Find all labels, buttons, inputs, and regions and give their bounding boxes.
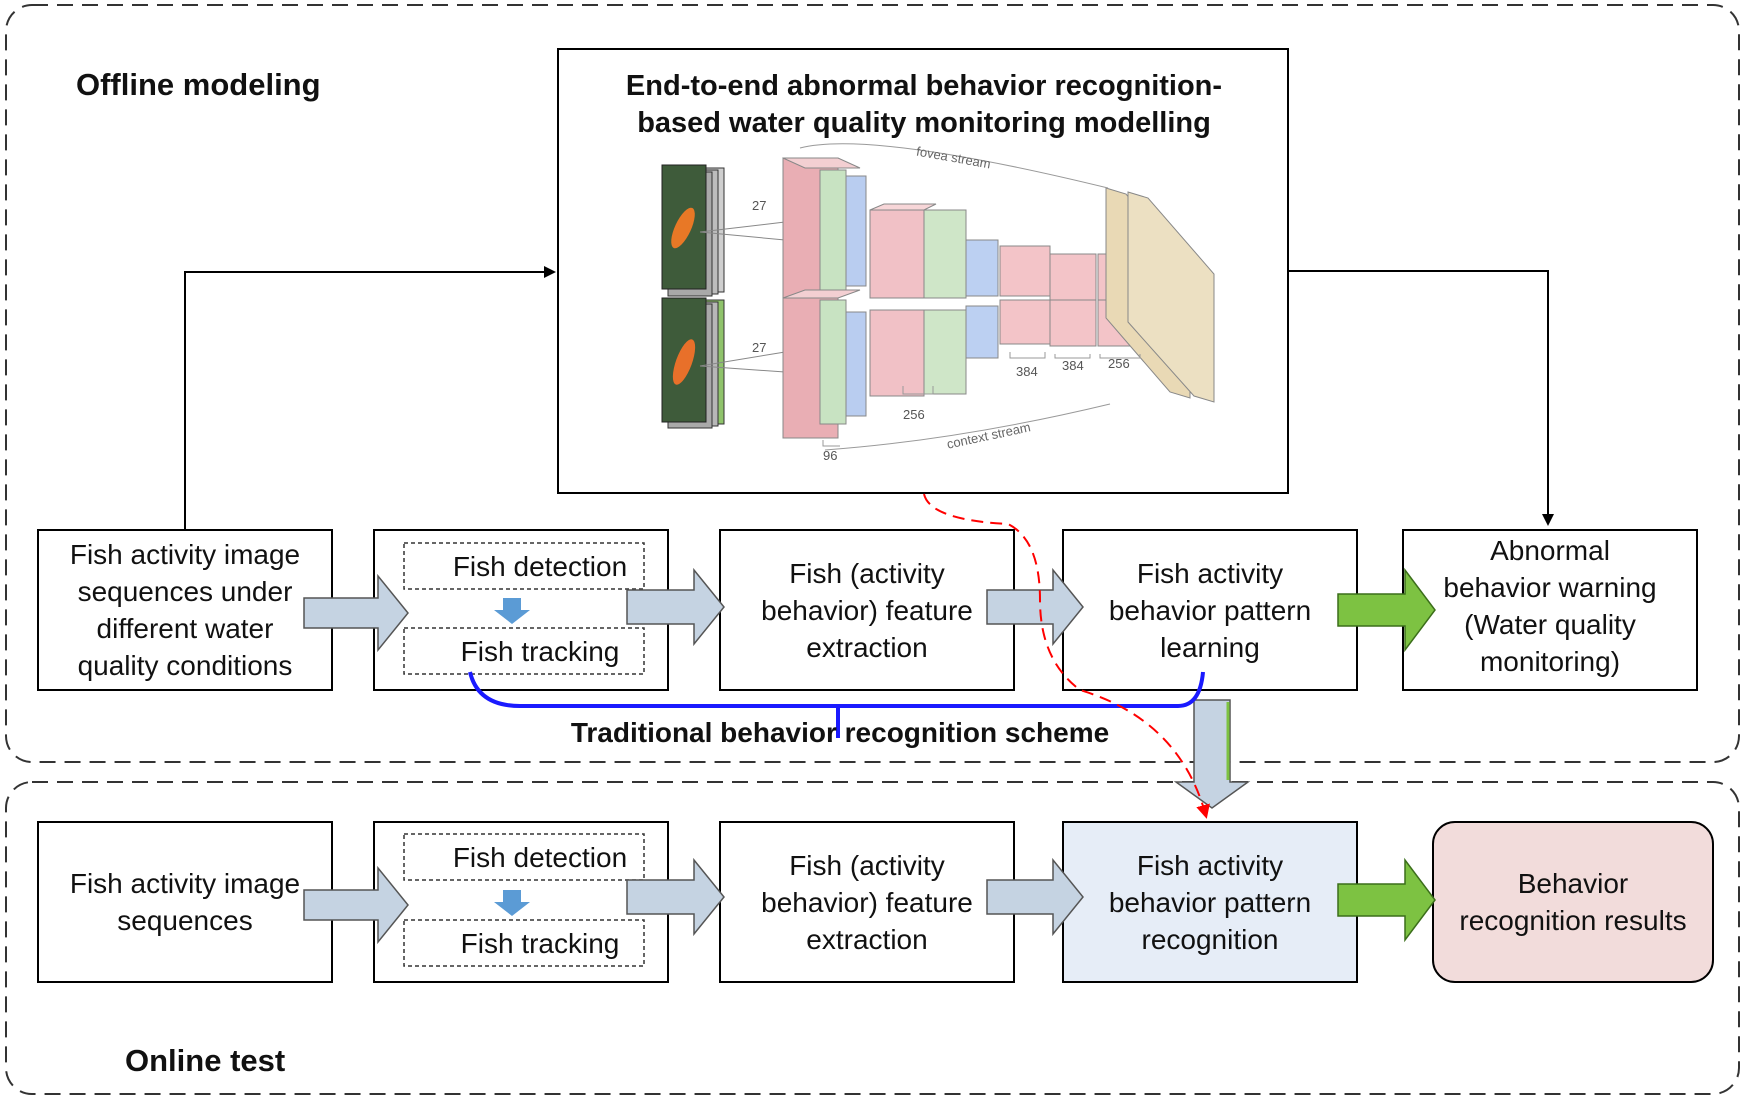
fc-layers — [1105, 187, 1215, 403]
online-pattern-box — [1062, 821, 1358, 983]
network-illustration — [661, 143, 1215, 451]
online-input-box — [37, 821, 333, 983]
offline-green-arrow — [1337, 567, 1436, 653]
online-tracking-subbox — [403, 919, 645, 967]
online-feature-label: Fish (activity behavior) feature extract… — [761, 849, 973, 955]
end-to-end-dashed-arrow — [923, 493, 1210, 819]
offline-section-border — [5, 4, 1740, 763]
fovea-stream-layers — [782, 157, 1149, 319]
model-title-line-2: based water quality monitoring modelling — [637, 107, 1211, 139]
online-tracking-label: Fish tracking — [460, 927, 620, 959]
input-to-model-arrow — [184, 266, 556, 530]
online-arrow-1 — [303, 865, 409, 945]
model-to-warning-arrow — [1288, 270, 1554, 526]
online-input-label: Fish activity image sequences — [69, 868, 301, 936]
dim-label-256b: 256 — [1108, 356, 1130, 371]
offline-tracking-label: Fish tracking — [460, 635, 620, 667]
online-small-down-arrow — [494, 890, 530, 916]
offline-arrow-1 — [303, 573, 409, 653]
traditional-scheme-label: Traditional behavior recognition scheme — [570, 716, 1110, 748]
online-pattern-label: Fish activity behavior pattern recogniti… — [1108, 849, 1312, 955]
dim-label-256: 256 — [903, 407, 925, 422]
dim-label-384a: 384 — [1016, 364, 1038, 379]
traditional-scheme-brace — [468, 671, 1205, 738]
input-frames-top — [661, 164, 725, 297]
offline-tracking-subbox — [403, 627, 645, 675]
model-title-line-1: End-to-end abnormal behavior recognition… — [625, 70, 1223, 102]
dim-label-96: 96 — [823, 448, 838, 463]
offline-warning-box — [1402, 529, 1698, 691]
online-detection-label: Fish detection — [452, 841, 628, 873]
offline-feature-label: Fish (activity behavior) feature extract… — [761, 557, 973, 663]
offline-small-down-arrow — [494, 598, 530, 624]
online-green-arrow — [1337, 857, 1436, 943]
model-panel-title: End-to-end abnormal behavior recognition… — [560, 66, 1288, 144]
offline-input-label: Fish activity image sequences under diff… — [69, 539, 301, 681]
online-section-title: Online test — [125, 1043, 286, 1078]
online-section-border — [5, 781, 1740, 1095]
offline-warning-label: Abnormal behavior warning (Water quality… — [1443, 535, 1657, 677]
online-feature-box — [719, 821, 1015, 983]
offline-arrow-3 — [986, 567, 1084, 647]
offline-detection-subbox — [403, 542, 645, 590]
offline-feature-box — [719, 529, 1015, 691]
context-stream-layers — [782, 289, 1149, 439]
offline-input-box — [37, 529, 333, 691]
offline-arrow-2 — [626, 567, 725, 647]
offline-section-title: Offline modeling — [76, 67, 321, 102]
dim-label-384b: 384 — [1062, 358, 1084, 373]
dim-label-top: 27 — [752, 198, 767, 213]
online-detection-subbox — [403, 833, 645, 881]
input-frames-bottom — [661, 297, 725, 429]
dim-label-bottom: 27 — [752, 340, 767, 355]
offline-pattern-label: Fish activity behavior pattern learning — [1108, 557, 1312, 663]
online-results-label: Behavior recognition results — [1459, 868, 1687, 936]
pattern-transfer-arrow — [1173, 699, 1251, 809]
offline-detection-label: Fish detection — [452, 550, 628, 582]
online-arrow-3 — [986, 857, 1084, 937]
online-arrow-2 — [626, 857, 725, 937]
